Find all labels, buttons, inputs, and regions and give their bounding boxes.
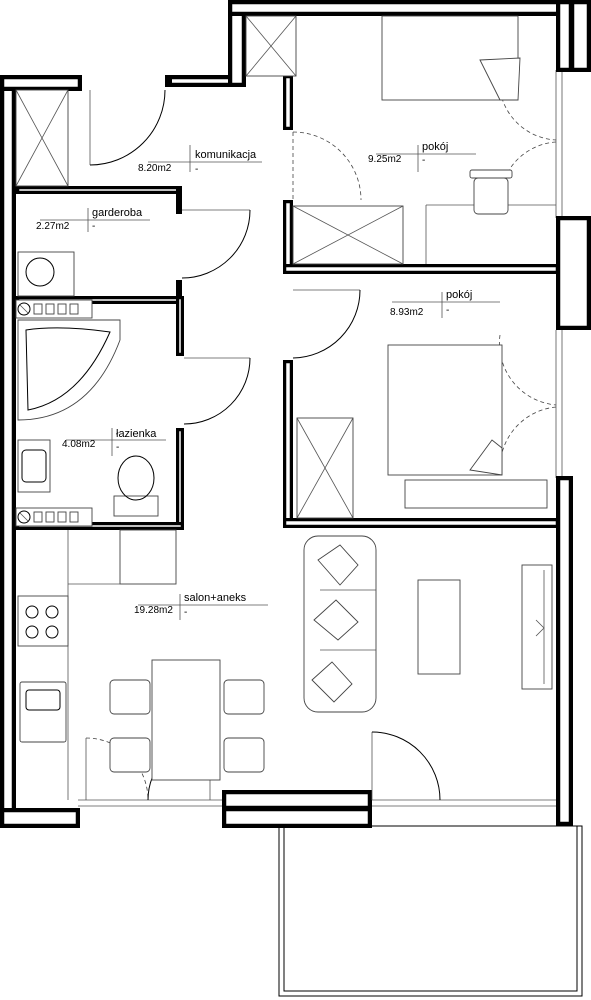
corner-bathtub — [17, 319, 121, 421]
room1-desk — [425, 169, 556, 264]
corridor-wardrobe — [15, 89, 69, 187]
room-note: - — [446, 305, 449, 316]
room-label-lazienka: 4.08m2 łazienka - — [62, 428, 166, 456]
coffee-table — [417, 579, 461, 675]
kitchen-counter — [67, 529, 177, 800]
room1-top-wardrobe — [245, 15, 297, 77]
room-name: komunikacja — [195, 149, 257, 161]
room2-wardrobe — [296, 417, 354, 519]
washing-machine — [17, 251, 75, 297]
room-name: pokój — [422, 141, 448, 153]
room-note: - — [116, 442, 119, 453]
sofa — [303, 535, 377, 713]
balcony — [278, 825, 583, 997]
room-name: salon+aneks — [184, 592, 247, 604]
room-note: - — [184, 607, 187, 618]
room-label-garderoba: 2.27m2 garderoba - — [36, 207, 150, 232]
dining-table — [109, 659, 265, 781]
room-area: 8.20m2 — [138, 163, 172, 174]
room-area: 4.08m2 — [62, 439, 96, 450]
room-area: 9.25m2 — [368, 154, 402, 165]
room-area: 8.93m2 — [390, 307, 424, 318]
room-name: łazienka — [116, 428, 157, 440]
room2-bed — [387, 344, 548, 509]
windows — [16, 70, 563, 807]
room-label-pokoj-2: 8.93m2 pokój - — [390, 289, 500, 318]
exterior-walls — [0, 0, 591, 828]
washbasin — [17, 439, 51, 493]
toilet — [113, 455, 159, 517]
room1-bottom-wardrobe — [292, 205, 404, 265]
tv-stand — [521, 564, 553, 690]
kitchen-sink — [19, 681, 67, 743]
room-label-pokoj-1: 9.25m2 pokój - — [368, 141, 476, 172]
room-note: - — [195, 164, 198, 175]
bathroom-radiator-top — [15, 299, 93, 319]
room-name: garderoba — [92, 207, 143, 219]
room-name: pokój — [446, 289, 472, 301]
room-label-salon: 19.28m2 salon+aneks - — [134, 592, 268, 620]
bathroom-radiator-bottom — [15, 507, 93, 527]
room-note: - — [92, 221, 95, 232]
interior-walls — [16, 75, 559, 530]
room-area: 2.27m2 — [36, 221, 70, 232]
room-label-komunikacja: 8.20m2 komunikacja - — [138, 145, 262, 175]
room-area: 19.28m2 — [134, 605, 173, 616]
room-note: - — [422, 155, 425, 166]
stove — [17, 595, 69, 647]
room1-bed — [381, 15, 521, 101]
